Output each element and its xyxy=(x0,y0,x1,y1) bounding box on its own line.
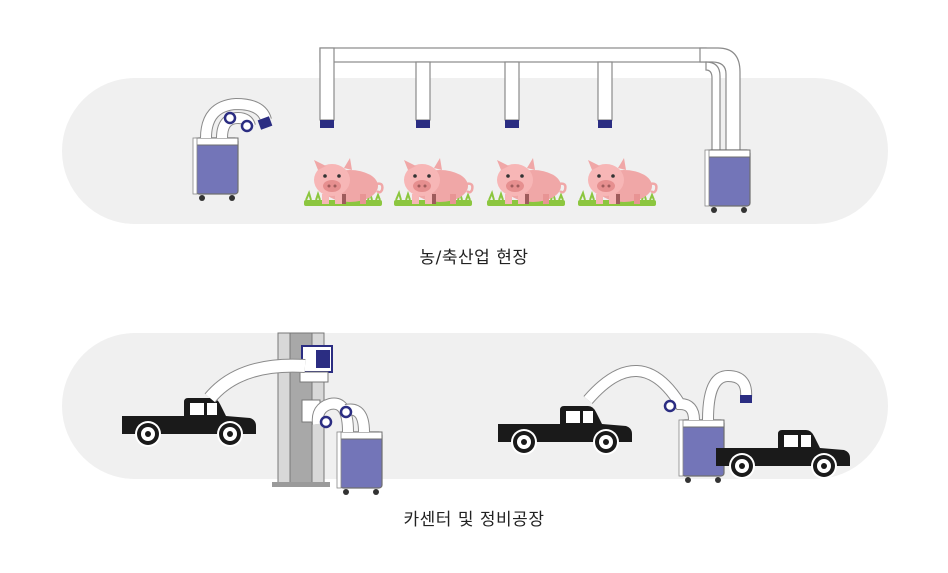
livestock-panel xyxy=(62,78,888,224)
vehicle-lift-icon xyxy=(272,332,333,487)
portable-aircon-icon xyxy=(192,97,273,202)
portable-aircon-icon xyxy=(704,149,751,214)
livestock-caption: 농/축산업 현장 xyxy=(419,248,529,268)
air-duct-icon xyxy=(319,47,741,153)
service-caption: 카센터 및 정비공장 xyxy=(403,510,545,530)
portable-aircon-icon xyxy=(583,365,753,484)
portable-aircon-icon xyxy=(311,397,383,496)
